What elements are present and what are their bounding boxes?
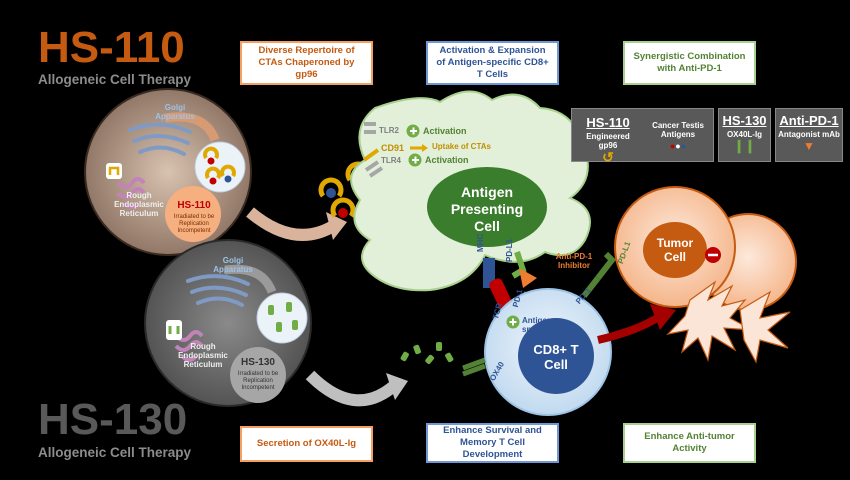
hs110-subtitle: Allogeneic Cell Therapy — [38, 72, 192, 87]
rer-label-top: Rough Endoplasmic Reticulum — [114, 191, 164, 219]
golgi-label-top: Golgi Apparatus — [155, 103, 195, 122]
legend-antipd1: Anti-PD-1 Antagonist mAb ▼ — [775, 108, 843, 162]
tumor-label: Tumor Cell — [656, 236, 694, 264]
er-icon-top — [116, 177, 146, 209]
golgi-arrow-bottom — [224, 264, 277, 294]
legend-hs110: HS-110 Engineered gp96 ↺ Cancer Testis A… — [571, 108, 714, 165]
hs110-title: HS-110 — [38, 23, 185, 72]
cd91-label: CD91 — [381, 143, 405, 153]
mini-receptor-bottom — [166, 320, 182, 340]
box-antitumor: Enhance Anti-tumor Activity — [623, 423, 756, 463]
tlr4-label: TLR4 — [381, 156, 401, 165]
hs110-cell-note: Irradiated to be Replication Incompetent — [173, 214, 215, 234]
box-memory-tcell: Enhance Survival and Memory T Cell Devel… — [426, 423, 559, 463]
tcell-label: CD8+ T Cell — [533, 342, 579, 372]
golgi-icon-bottom — [186, 274, 250, 307]
ox40l-released-icon — [400, 342, 454, 364]
vesicle-top — [194, 141, 246, 193]
box-synergy: Synergistic Combination with Anti-PD-1 — [623, 41, 756, 85]
tlr2-receptor — [364, 122, 376, 134]
mhc-receptor — [483, 258, 495, 288]
hs130-title: HS-130 — [38, 395, 188, 444]
pd1-right-receptor — [581, 276, 601, 298]
golgi-arrow-top — [164, 112, 220, 142]
pdl1-tumor-receptor — [595, 251, 616, 280]
vesicle-bottom — [256, 292, 308, 344]
legend-antipd1-sub: Antagonist mAb — [778, 130, 840, 139]
pdl1-apc-receptor — [511, 251, 527, 279]
gp96-icon — [203, 146, 236, 180]
hs130-cell-label: HS-130 — [241, 357, 275, 368]
legend-hs130-title: HS-130 — [722, 113, 767, 128]
mini-receptor-top — [106, 163, 122, 179]
cd91-action-label: Uptake of CTAs — [432, 142, 491, 151]
flow-arrow-bottom — [305, 370, 399, 407]
anti-pd1-inhibitor-label: Anti-PD-1 Inhibitor — [555, 252, 593, 271]
tcell-nucleus — [518, 318, 594, 394]
apc-label: Antigen Presenting Cell — [450, 184, 524, 234]
legend-hs130: HS-130 OX40L-Ig ❙❙ — [718, 108, 771, 162]
hs130-cell-note: Irradiated to be Replication Incompetent — [237, 371, 279, 391]
anti-pd1-antibody — [519, 268, 537, 288]
flow-arrow-top — [246, 207, 339, 241]
box-cta-repertoire: Diverse Repertoire of CTAs Chaperoned by… — [240, 41, 373, 85]
tlr4-receptor — [364, 160, 384, 178]
cd91-receptor — [362, 148, 380, 162]
rer-label-bottom: Rough Endoplasmic Reticulum — [178, 342, 228, 370]
legend-hs110-col2: Cancer Testis Antigens — [652, 121, 704, 139]
hs110-cell-label: HS-110 — [177, 200, 211, 211]
antipd1-legend-icon: ▼ — [803, 139, 815, 153]
box-activation-expansion: Activation & Expansion of Antigen-specif… — [426, 41, 559, 85]
tlr4-action-label: Activation — [425, 155, 469, 165]
legend-hs110-col1: Engineered gp96 — [586, 132, 630, 150]
tlr2-action-label: Activation — [423, 126, 467, 136]
cta-legend-icon: ●●● — [669, 141, 687, 151]
legend-antipd1-title: Anti-PD-1 — [779, 113, 839, 128]
legend-hs110-title: HS-110 — [586, 115, 630, 130]
gp96-legend-icon: ↺ — [602, 149, 614, 165]
mhc-label: MHC — [476, 233, 485, 252]
box-ox40l-secretion: Secretion of OX40L-Ig — [240, 426, 373, 462]
apc-nucleus — [427, 167, 547, 247]
ox40l-vesicle-icon — [268, 302, 298, 332]
legend-hs130-sub: OX40L-Ig — [726, 130, 763, 139]
nucleus-bottom — [230, 347, 286, 403]
tumor-debris — [666, 280, 791, 364]
nucleus-top — [165, 186, 221, 242]
ox40l-legend-icon: ❙❙ — [733, 138, 756, 153]
tlr2-label: TLR2 — [379, 126, 399, 135]
golgi-icon-top — [128, 122, 192, 156]
golgi-label-bottom: Golgi Apparatus — [213, 256, 253, 275]
antigen-specific-label: Antigen-specific — [522, 316, 555, 335]
hs130-subtitle: Allogeneic Cell Therapy — [38, 445, 192, 460]
pdl1-apc-label: PD-L1 — [505, 238, 514, 262]
ox40-receptor — [462, 357, 486, 377]
